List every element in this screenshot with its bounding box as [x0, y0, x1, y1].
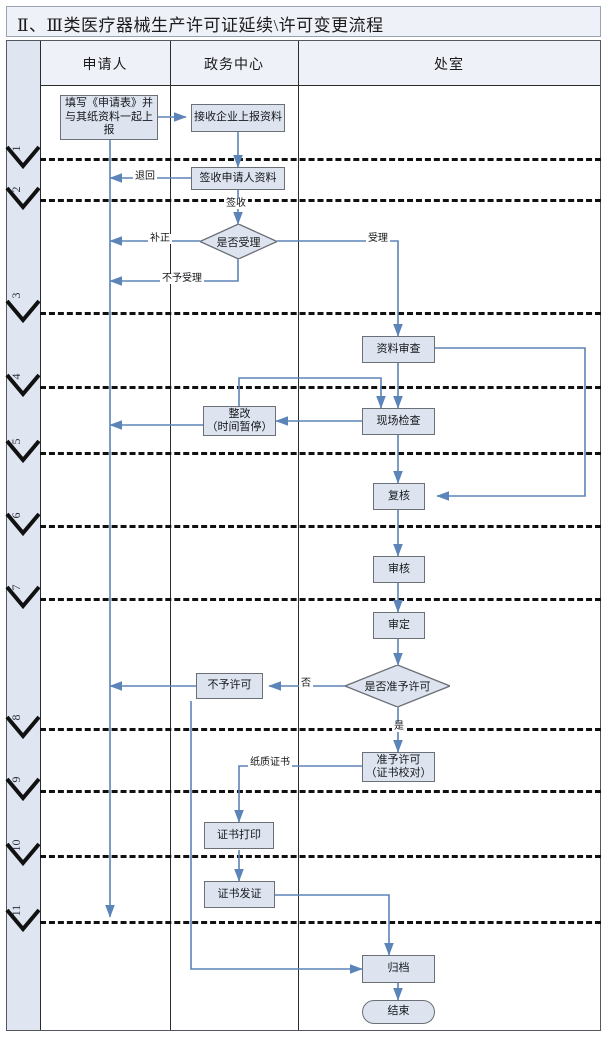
step-number-2: 2: [9, 186, 23, 193]
node-doc-review[interactable]: 资料审查: [362, 336, 435, 363]
chart-title-bar: Ⅱ、Ⅲ类医疗器械生产许可证延续\许可变更流程: [6, 6, 601, 37]
edge-label-yes: 是: [392, 721, 406, 732]
column-divider-3: [298, 41, 299, 1030]
column-header-row: [7, 41, 600, 86]
node-receive-docs-label: 接收企业上报资料: [194, 111, 282, 124]
decision-accept[interactable]: 是否受理: [200, 224, 277, 259]
node-recheck[interactable]: 复核: [373, 483, 425, 510]
node-archive-label: 归档: [387, 962, 410, 975]
step-number-7: 7: [9, 584, 23, 591]
node-no-permit[interactable]: 不予许可: [196, 673, 263, 699]
node-end[interactable]: 结束: [362, 1000, 435, 1024]
step-number-8: 8: [9, 714, 23, 721]
lane-divider-5: [40, 452, 601, 455]
edge-label-supplement: 补正: [148, 233, 172, 244]
column-divider-1: [40, 41, 41, 1030]
column-divider-2: [170, 41, 171, 1030]
lane-divider-1: [40, 158, 601, 161]
node-issue-cert[interactable]: 证书发证: [204, 881, 275, 908]
node-sign-receipt[interactable]: 签收申请人资料: [191, 167, 285, 190]
node-approve-determine-label: 审定: [388, 618, 410, 631]
swimlane-grid: 申请人 政务中心 处室: [6, 40, 601, 1031]
decision-permit[interactable]: 是否准予许可: [345, 665, 450, 707]
node-print-cert[interactable]: 证书打印: [204, 822, 274, 849]
node-print-cert-label: 证书打印: [217, 828, 261, 841]
page-title: Ⅱ、Ⅲ类医疗器械生产许可证延续\许可变更流程: [17, 16, 384, 35]
lane-divider-9: [40, 790, 601, 793]
edge-label-return: 退回: [133, 171, 157, 182]
node-grant-permit-label-line1: 准予许可: [376, 753, 421, 766]
lane-divider-6: [40, 525, 601, 528]
step-number-9: 9: [9, 776, 23, 783]
step-number-5: 5: [9, 438, 23, 445]
lane-divider-11: [40, 921, 601, 924]
decision-permit-label: 是否准予许可: [364, 681, 431, 693]
lane-divider-2: [40, 199, 601, 202]
lane-divider-7: [40, 598, 601, 601]
edge-label-paper-cert: 纸质证书: [248, 757, 292, 768]
step-number-11: 11: [9, 904, 23, 917]
node-grant-permit-label-line2: （证书校对）: [365, 767, 432, 779]
node-audit[interactable]: 审核: [373, 556, 425, 583]
step-number-4: 4: [9, 373, 23, 380]
node-grant-permit[interactable]: 准予许可 （证书校对）: [362, 752, 435, 782]
node-receive-docs[interactable]: 接收企业上报资料: [191, 104, 285, 132]
edge-label-sign: 签收: [224, 198, 248, 209]
node-recheck-label: 复核: [388, 489, 410, 502]
node-fill-form-label: 填写《申请表》并与其纸资料一起上报: [65, 96, 153, 137]
node-site-inspect-label: 现场检查: [376, 414, 421, 427]
node-issue-cert-label: 证书发证: [217, 887, 262, 900]
decision-accept-label: 是否受理: [216, 236, 261, 249]
node-fill-form[interactable]: 填写《申请表》并与其纸资料一起上报: [60, 95, 158, 140]
column-header-applicant: 申请人: [82, 57, 128, 73]
node-approve-determine[interactable]: 审定: [373, 612, 425, 639]
node-sign-receipt-label: 签收申请人资料: [199, 171, 277, 184]
step-number-6: 6: [9, 512, 23, 519]
node-end-label: 结束: [387, 1005, 410, 1018]
node-doc-review-label: 资料审查: [376, 342, 421, 355]
step-number-3: 3: [9, 292, 23, 299]
node-rectify-label-line1: 整改: [228, 407, 251, 420]
node-site-inspect[interactable]: 现场检查: [362, 408, 435, 435]
node-archive[interactable]: 归档: [362, 955, 435, 983]
lane-divider-10: [40, 855, 601, 858]
lane-divider-3: [40, 312, 601, 315]
lane-divider-8: [40, 728, 601, 731]
edge-label-accept: 受理: [366, 233, 390, 244]
node-rectify[interactable]: 整改 （时间暂停）: [203, 406, 276, 436]
column-header-gov-center: 政务中心: [204, 57, 264, 73]
lane-divider-4: [40, 386, 601, 389]
node-audit-label: 审核: [388, 562, 410, 575]
step-number-10: 10: [9, 839, 23, 852]
step-number-1: 1: [9, 145, 23, 152]
edge-label-not-accept: 不予受理: [160, 273, 204, 284]
node-no-permit-label: 不予许可: [207, 679, 252, 692]
column-header-office: 处室: [434, 57, 464, 73]
node-rectify-label-line2: （时间暂停）: [206, 421, 273, 433]
edge-label-no: 否: [299, 678, 313, 689]
